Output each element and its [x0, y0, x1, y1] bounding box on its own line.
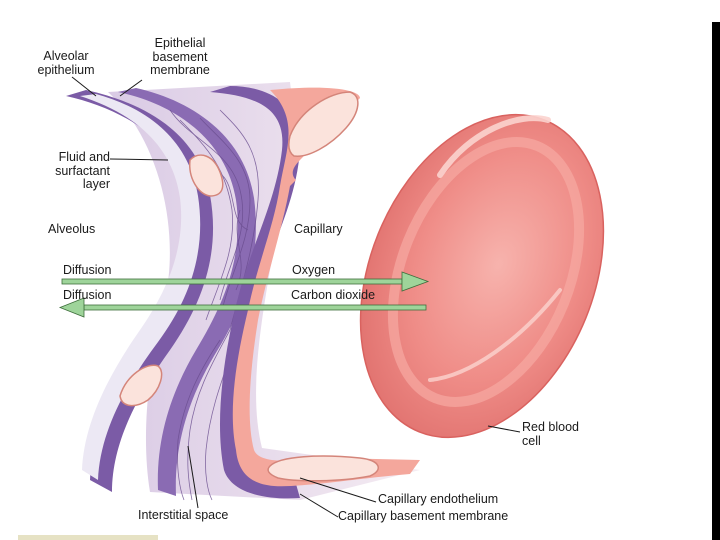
- label-line: Epithelial: [154, 36, 206, 50]
- fluid-surfactant-band: [80, 94, 201, 480]
- label-diffusion-co2: Diffusion: [63, 288, 112, 302]
- label-alveolus: Alveolus: [48, 222, 96, 236]
- label-line: epithelium: [37, 62, 95, 77]
- red-blood-cell: [359, 113, 605, 439]
- label-capillary-endothelium: Capillary endothelium: [378, 492, 499, 506]
- oxygen-diffusion-arrow: [61, 271, 430, 292]
- label-diffusion-oxygen: Diffusion: [63, 263, 112, 277]
- label-line: Alveolar: [43, 49, 89, 63]
- leader-lines: [71, 76, 521, 518]
- label-interstitial-space: Interstitial space: [138, 508, 229, 522]
- label-alveolar-epithelium: Alveolar epithelium: [24, 49, 108, 77]
- label-line: membrane: [150, 63, 210, 77]
- epithelial-basement-membrane-layer: [118, 88, 256, 496]
- label-red-blood-cell: Red blood cell: [522, 420, 579, 448]
- label-line: cell: [522, 433, 541, 448]
- label-line: layer: [82, 177, 110, 191]
- label-line: Fluid and: [58, 150, 110, 164]
- epithelial-cell-upper: [189, 154, 224, 197]
- epithelial-cell-lower: [119, 364, 163, 407]
- label-line: Red blood: [522, 420, 579, 434]
- endothelial-cell-upper: [288, 91, 359, 157]
- label-capillary: Capillary: [294, 222, 343, 236]
- label-oxygen: Oxygen: [292, 263, 336, 277]
- slide-edge-bar: [712, 22, 720, 540]
- label-capillary-basement-membrane: Capillary basement membrane: [338, 509, 509, 523]
- carbon-dioxide-diffusion-arrow: [58, 297, 427, 318]
- label-fluid-surfactant-layer: Fluid and surfactant layer: [14, 150, 110, 192]
- label-line: surfactant: [55, 163, 110, 178]
- endothelial-cell-lower: [267, 455, 379, 482]
- capillary-endothelium-layer: [232, 87, 420, 487]
- label-epithelial-basement-membrane: Epithelial basement membrane: [130, 36, 230, 78]
- figure-caption-strip: [18, 535, 158, 540]
- label-line: basement: [152, 49, 208, 64]
- label-carbon-dioxide: Carbon dioxide: [291, 288, 376, 302]
